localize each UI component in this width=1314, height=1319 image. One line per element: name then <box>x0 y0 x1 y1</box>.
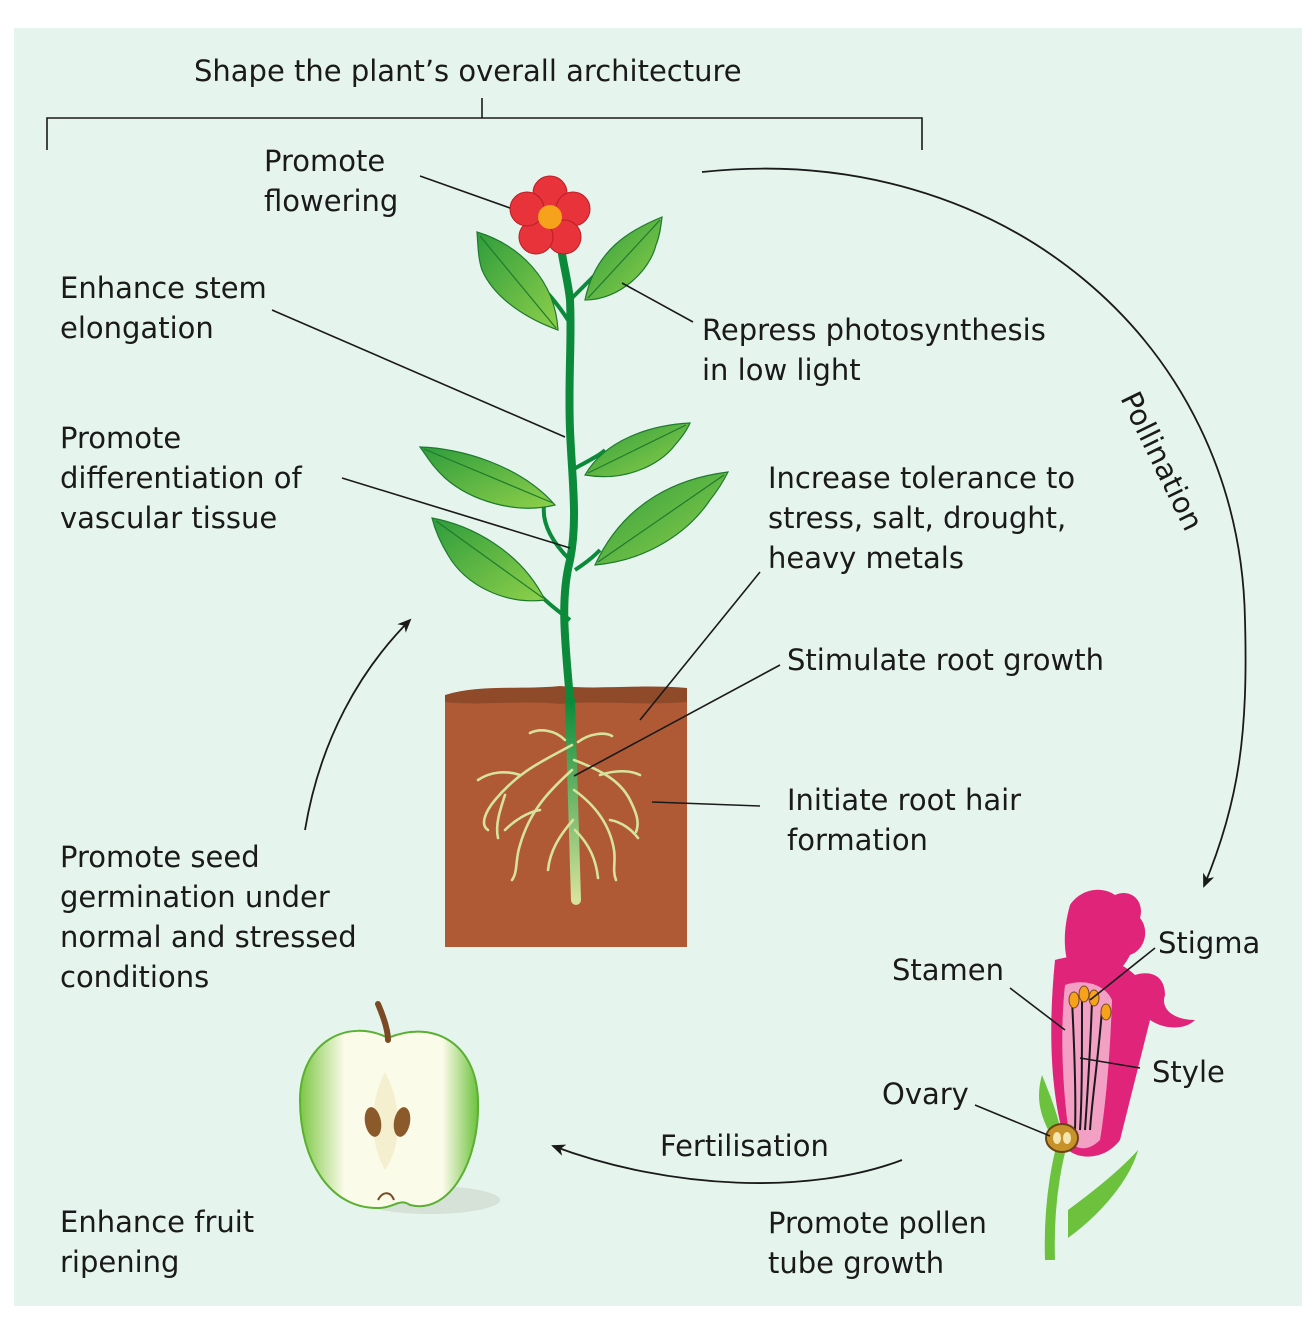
flowering-label: Promote flowering <box>264 144 399 218</box>
leader-root-growth <box>573 664 781 777</box>
leader-tolerance <box>639 571 761 721</box>
leader-root-hair <box>651 801 761 807</box>
fertilisation-arrow <box>551 1144 903 1184</box>
leader-stem <box>271 309 566 438</box>
germination-label: Promote seed germination under normal an… <box>60 840 357 994</box>
photosynthesis-label: Repress photosynthesis in low light <box>702 313 1046 387</box>
leader-flowering <box>419 175 511 209</box>
pollen-tube-label: Promote pollen tube growth <box>768 1206 987 1280</box>
plant-roots <box>476 695 642 905</box>
fertilisation-label: Fertilisation <box>660 1129 829 1163</box>
leader-style <box>1079 1057 1141 1069</box>
pink-flower-cross-section <box>1039 889 1195 1261</box>
leader-lines <box>271 175 1156 1137</box>
architecture-bracket <box>46 98 923 150</box>
tolerance-label: Increase tolerance to stress, salt, drou… <box>768 461 1076 575</box>
leader-ovary <box>974 1104 1051 1137</box>
apple-cross-section <box>298 1001 500 1214</box>
leader-stamen <box>1009 987 1066 1031</box>
red-flower <box>509 175 591 255</box>
stigma-label: Stigma <box>1158 926 1261 960</box>
leader-photosynthesis <box>621 282 694 323</box>
stem-elongation-label: Enhance stem elongation <box>60 271 267 345</box>
germination-arrow <box>304 618 412 831</box>
architecture-label: Shape the plant’s overall architecture <box>194 54 742 88</box>
stamen-label: Stamen <box>892 953 1005 987</box>
leader-stigma <box>1089 947 1156 1001</box>
vascular-label: Promote differentiation of vascular tiss… <box>60 421 302 535</box>
ovary-label: Ovary <box>882 1077 969 1111</box>
fruit-ripening-label: Enhance fruit ripening <box>60 1205 255 1279</box>
leader-vascular <box>341 477 571 549</box>
plant-leaves <box>418 216 730 602</box>
root-hair-label: Initiate root hair formation <box>787 783 1022 857</box>
pollination-arrow <box>701 167 1247 888</box>
pollination-label: Pollination <box>1114 386 1210 536</box>
style-label: Style <box>1152 1055 1225 1089</box>
root-growth-label: Stimulate root growth <box>787 643 1104 677</box>
